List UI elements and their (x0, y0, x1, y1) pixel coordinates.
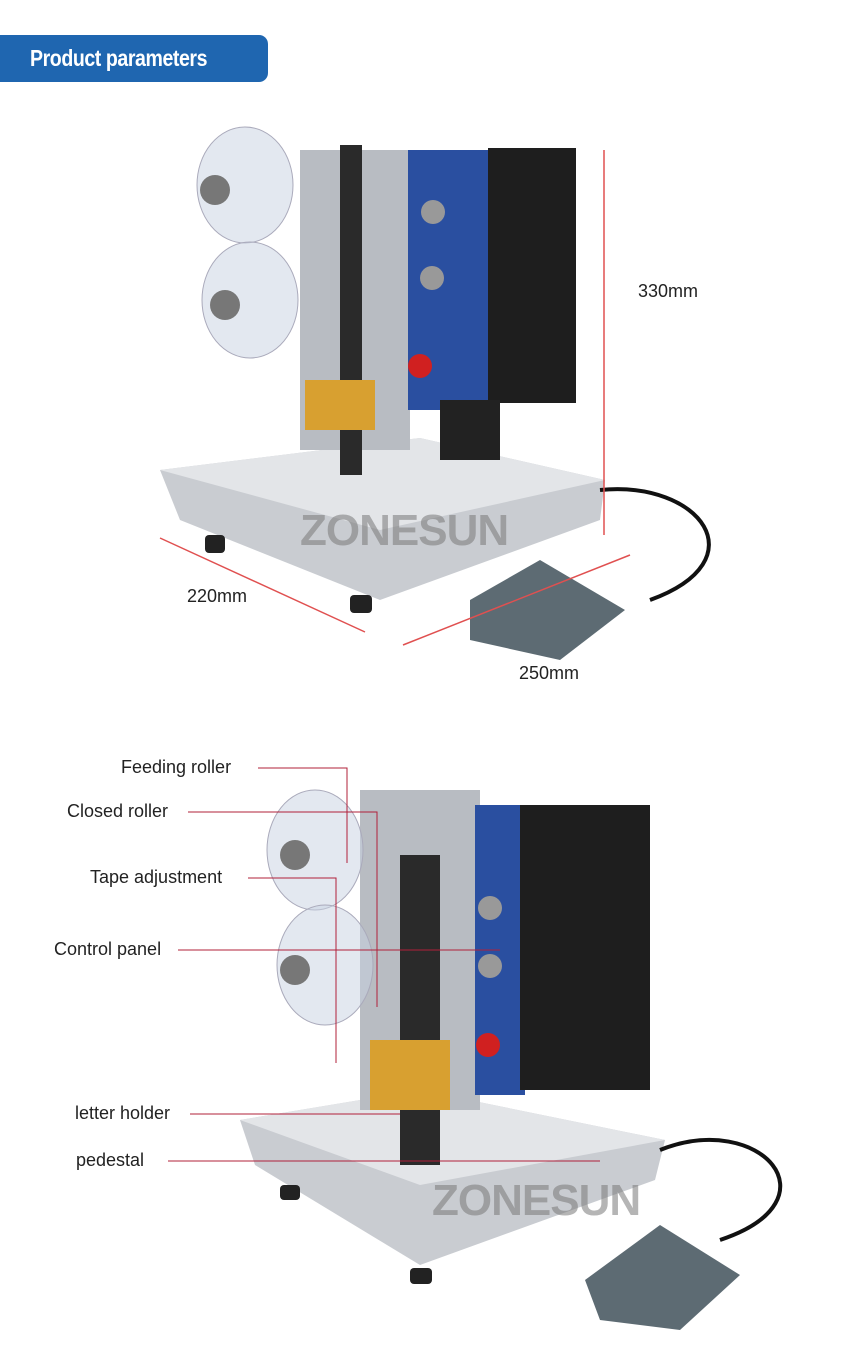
callout-closed-roller: Closed roller (67, 801, 169, 821)
callout-lines (168, 767, 600, 1162)
callout-control-panel: Control panel (54, 939, 162, 959)
foot-pedal-top (470, 487, 711, 660)
callout-tape-adjustment: Tape adjustment (90, 867, 223, 887)
foot-pedal-side (585, 1138, 783, 1330)
callout-feeding-roller: Feeding roller (121, 757, 232, 777)
watermark-top: ZONESUN (300, 506, 509, 555)
depth-dimension: 220mm (187, 586, 248, 606)
callout-pedestal: pedestal (76, 1150, 145, 1170)
machine-photo-front (160, 126, 605, 613)
callout-letter-holder: letter holder (75, 1103, 171, 1123)
section-title: Product parameters (30, 45, 208, 71)
section-banner: Product parameters (0, 35, 268, 82)
width-dimension: 250mm (519, 663, 580, 683)
dimension-lines (159, 150, 631, 646)
watermark-bottom: ZONESUN (432, 1176, 641, 1225)
height-dimension: 330mm (638, 281, 699, 301)
